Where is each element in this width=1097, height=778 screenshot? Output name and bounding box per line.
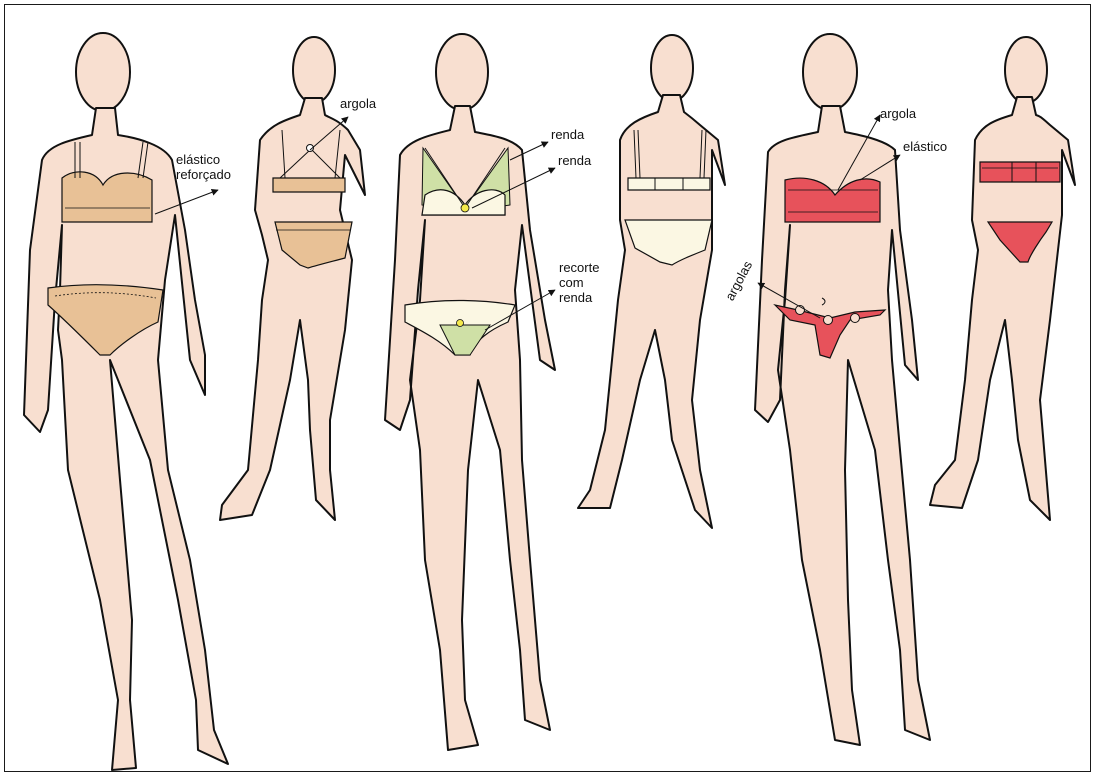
label-argola-front-2: argola (880, 106, 916, 121)
figure-4-back (578, 35, 725, 528)
figure-6-back (930, 37, 1075, 520)
label-elastico: elástico (903, 139, 947, 154)
label-argola-front-1: argola (340, 96, 376, 111)
label-renda-2: renda (558, 153, 591, 168)
label-elastico-reforcado: elástico reforçado (176, 152, 231, 182)
label-recorte-com-renda: recorte com renda (559, 260, 599, 305)
figure-1-front (24, 33, 228, 770)
label-renda-1: renda (551, 127, 584, 142)
figure-3-front (385, 34, 555, 750)
